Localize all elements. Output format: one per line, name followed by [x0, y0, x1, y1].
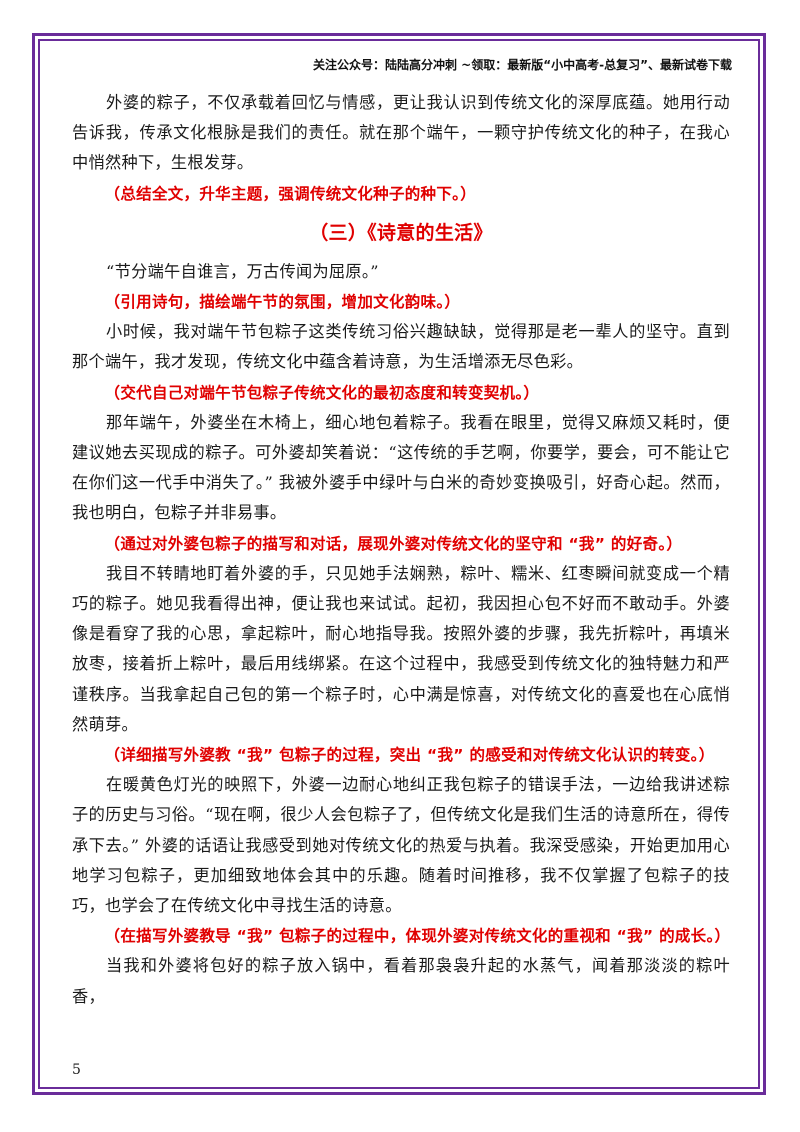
- page-number: 5: [72, 1062, 81, 1078]
- paragraph: 当我和外婆将包好的粽子放入锅中，看着那袅袅升起的水蒸气，闻着那淡淡的粽叶香，: [72, 956, 730, 1006]
- section-heading: （三）《诗意的生活》: [309, 221, 493, 244]
- page-border-inner: [38, 39, 760, 1089]
- page-border-outer: [32, 33, 766, 1095]
- poem-quote: “节分端午自谁言，万古传闻为屈原。”: [106, 261, 379, 281]
- annotation: （总结全文，升华主题，强调传统文化种子的种下。）: [104, 184, 476, 203]
- annotation: （通过对外婆包粽子的描写和对话，展现外婆对传统文化的坚守和 “我” 的好奇。）: [104, 534, 683, 553]
- paragraph: 在暖黄色灯光的映照下，外婆一边耐心地纠正我包粽子的错误手法，一边给我讲述粽子的历…: [72, 775, 730, 916]
- annotation: （引用诗句，描绘端午节的氛围，增加文化韵味。）: [104, 293, 461, 312]
- paragraph: 那年端午，外婆坐在木椅上，细心地包着粽子。我看在眼里，觉得又麻烦又耗时，便建议她…: [72, 412, 730, 523]
- page-header: 关注公众号：陆陆高分冲刺 ~领取：最新版“小中高考-总复习”、最新试卷下载: [313, 58, 732, 72]
- paragraph: 我目不转睛地盯着外婆的手，只见她手法娴熟，粽叶、糯米、红枣瞬间就变成一个精巧的粽…: [72, 563, 730, 734]
- paragraph: 小时候，我对端午节包粽子这类传统习俗兴趣缺缺，觉得那是老一辈人的坚守。直到那个端…: [72, 322, 730, 372]
- paragraph: 外婆的粽子，不仅承载着回忆与情感，更让我认识到传统文化的深厚底蕴。她用行动告诉我…: [72, 93, 730, 173]
- document-body: 外婆的粽子，不仅承载着回忆与情感，更让我认识到传统文化的深厚底蕴。她用行动告诉我…: [72, 88, 730, 1012]
- annotation: （交代自己对端午节包粽子传统文化的最初态度和转变契机。）: [104, 383, 540, 402]
- annotation: （详细描写外婆教 “我” 包粽子的过程，突出 “我” 的感受和对传统文化认识的转…: [104, 746, 715, 765]
- annotation: （在描写外婆教导 “我” 包粽子的过程中，体现外婆对传统文化的重视和 “我” 的…: [104, 927, 731, 946]
